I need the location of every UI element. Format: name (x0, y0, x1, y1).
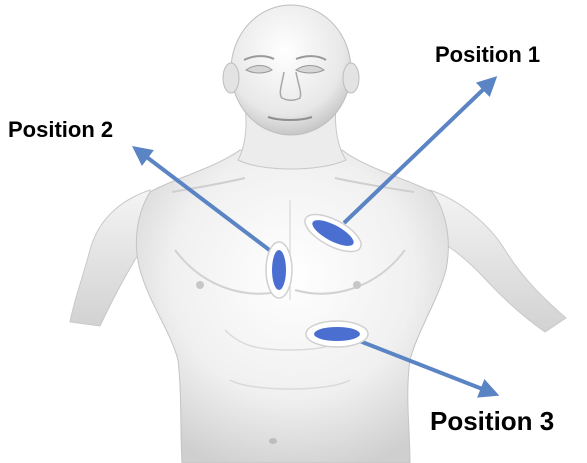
right-arm (430, 190, 566, 332)
label-position-2: Position 2 (8, 117, 113, 142)
label-position-3: Position 3 (430, 406, 554, 436)
label-position-1: Position 1 (435, 42, 540, 67)
head (223, 5, 359, 135)
electrode-position-3 (306, 321, 368, 347)
electrode-position-2 (266, 242, 292, 298)
torso (136, 150, 448, 463)
